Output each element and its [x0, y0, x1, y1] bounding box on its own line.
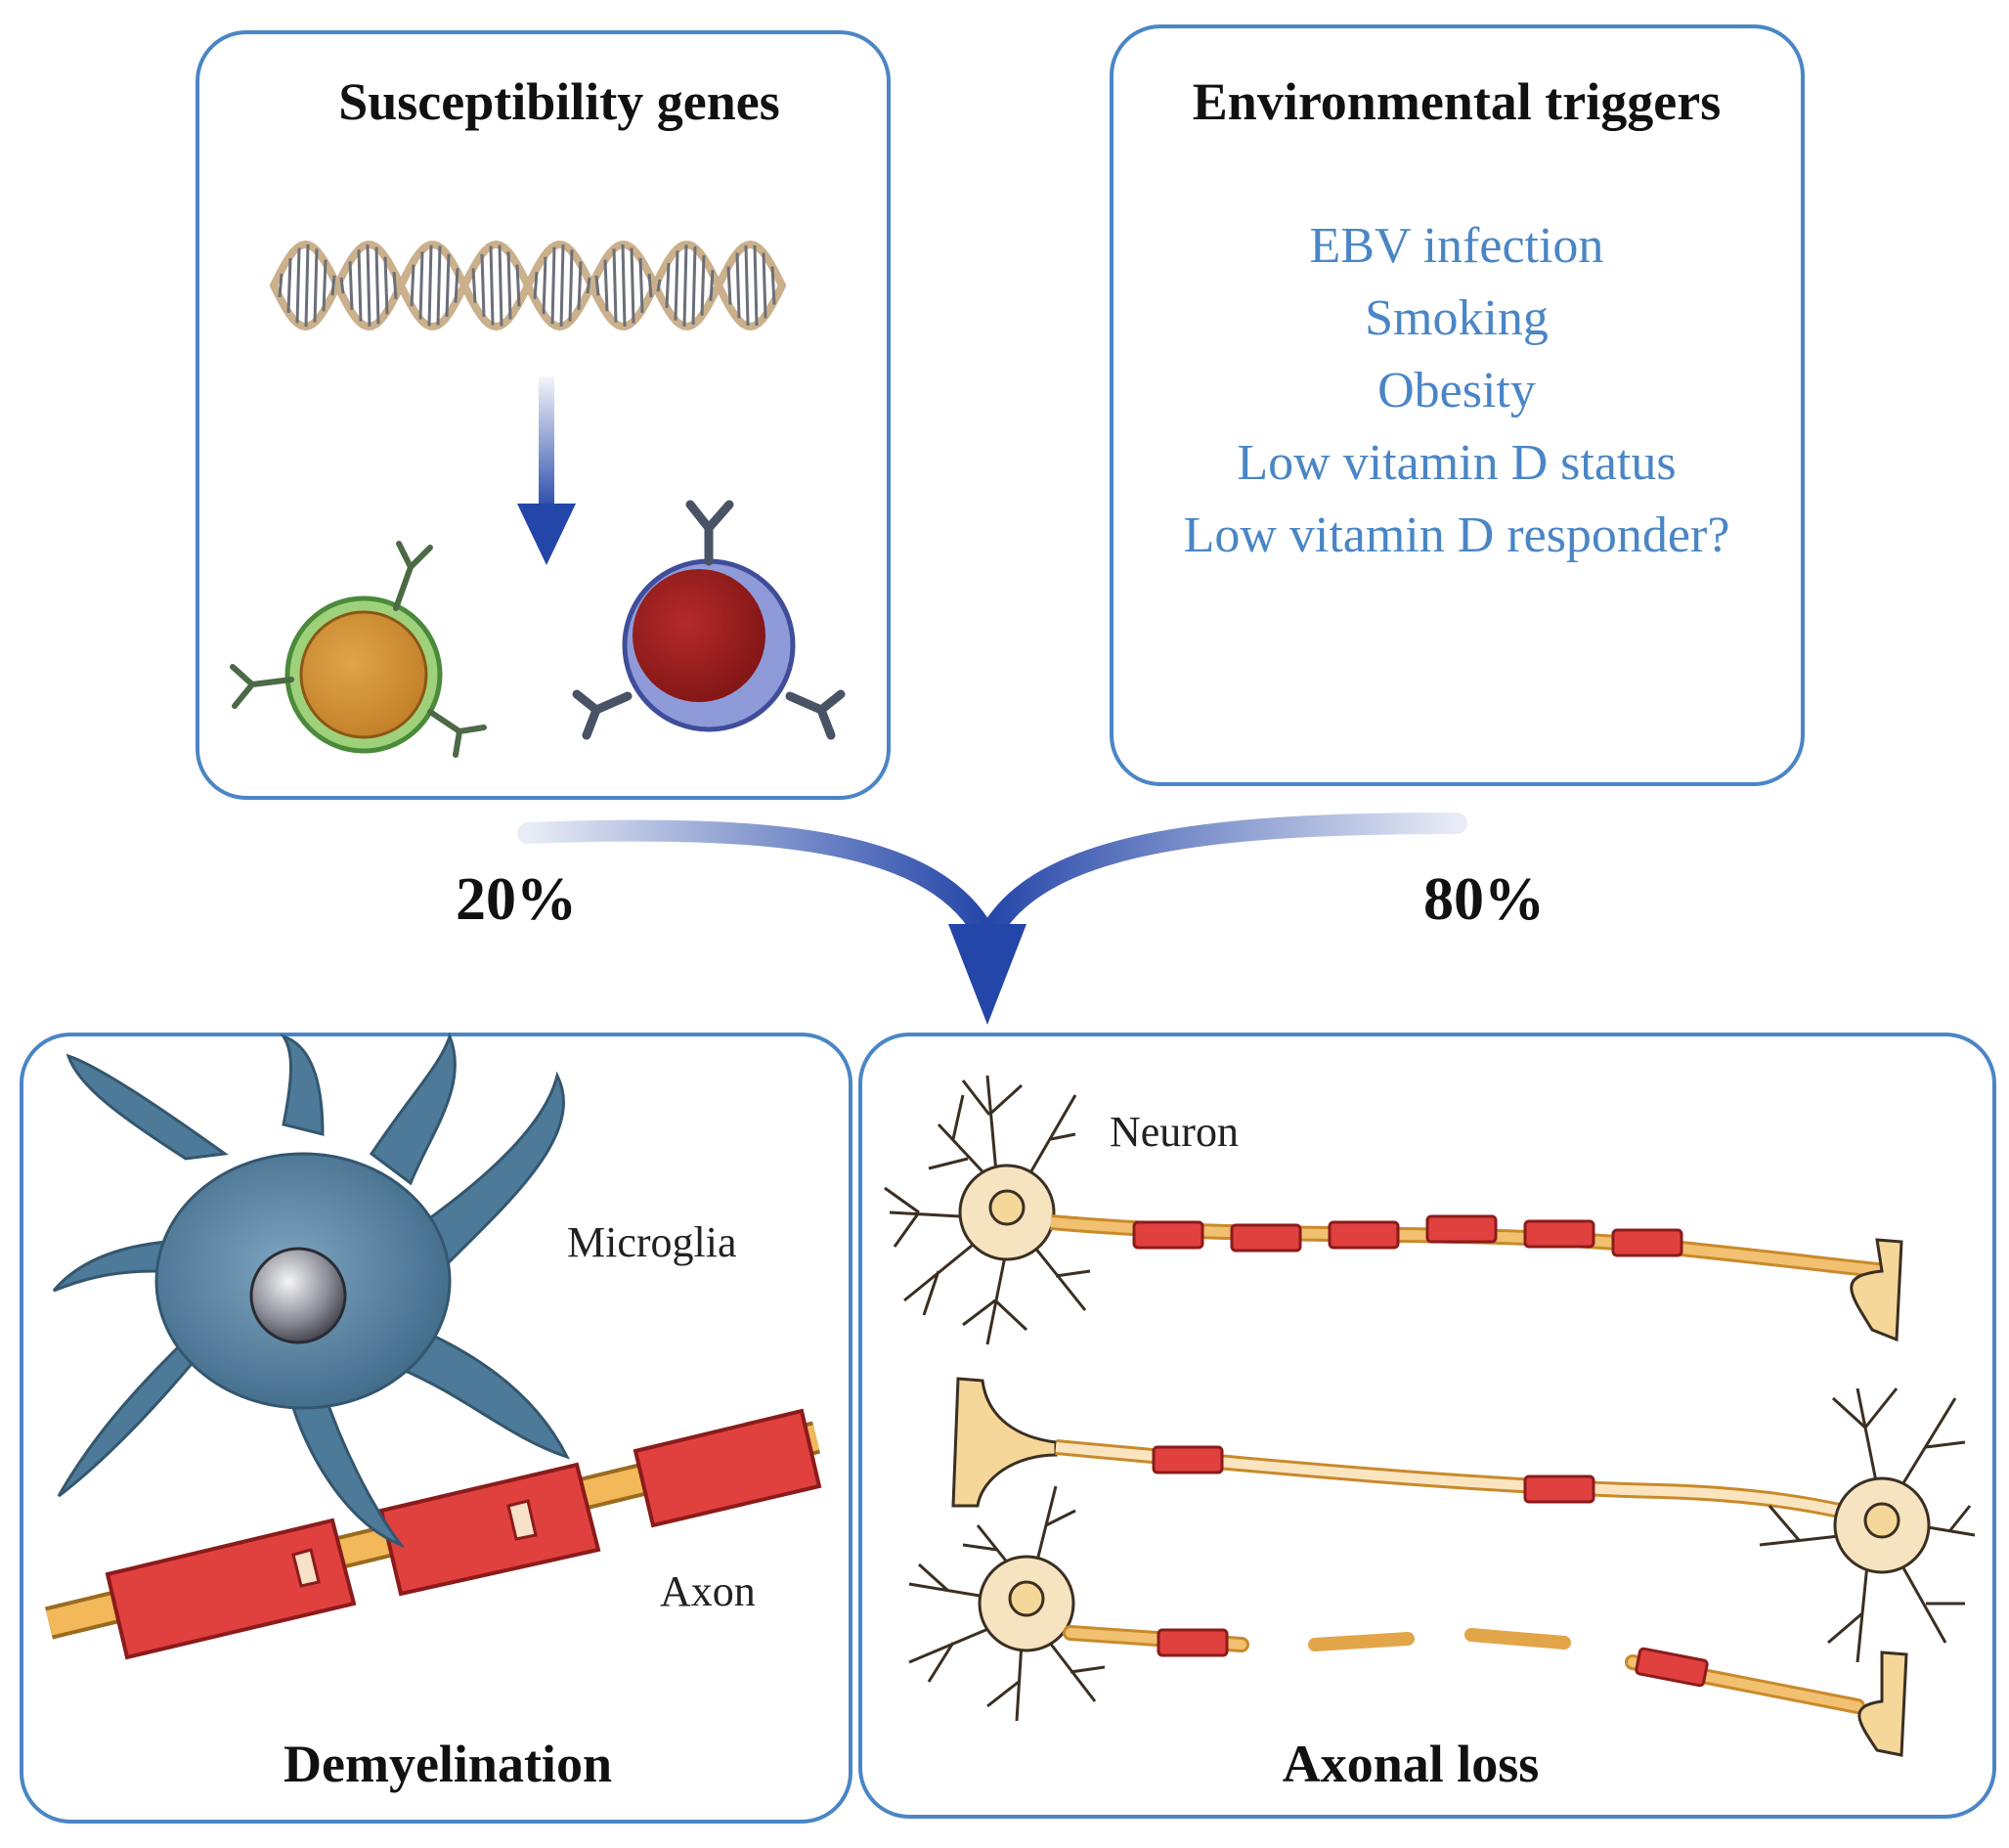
b-cell-icon: [572, 500, 846, 740]
dna-base-pair: [506, 251, 512, 320]
dna-base-pair: [357, 249, 363, 322]
trigger-item: Obesity: [1377, 363, 1536, 418]
dna-base-pair: [410, 264, 415, 307]
dna-base-pair: [278, 273, 284, 298]
dna-base-pair: [559, 244, 565, 327]
dna-base-pair: [489, 245, 495, 326]
environment-panel-border: [1110, 24, 1805, 786]
demyelination-title: Demyelination: [284, 1735, 612, 1793]
environment-panel: Environmental triggers EBV infection Smo…: [1110, 24, 1805, 786]
trigger-item: Low vitamin D responder?: [1184, 507, 1730, 563]
dna-base-pair: [638, 258, 644, 313]
dna-base-pair: [339, 277, 345, 294]
dna-base-pair: [454, 268, 459, 303]
demyelinated-axon-icon: [45, 1408, 822, 1660]
dna-base-pair: [735, 252, 741, 319]
dna-base-pair: [709, 270, 715, 301]
dna-base-pair: [550, 246, 556, 325]
dna-base-pair: [542, 256, 547, 315]
dna-base-pair: [744, 244, 750, 327]
myelinated-neuron-icon: [884, 1075, 1903, 1345]
dna-base-pair: [603, 259, 609, 312]
dna-base-pair: [621, 243, 627, 328]
dna-base-pair: [691, 246, 697, 325]
dna-base-pair: [383, 256, 389, 315]
dna-helix-icon: [270, 240, 786, 331]
dna-base-pair: [304, 243, 310, 328]
microglia-label: Microglia: [567, 1218, 737, 1266]
dna-base-pair: [471, 268, 477, 303]
axonal-loss-panel: Neuron Axonal loss: [858, 1033, 1996, 1819]
dna-base-pair: [498, 244, 503, 327]
dna-base-pair: [762, 252, 767, 319]
dna-base-pair: [674, 250, 679, 321]
dna-base-pair: [665, 262, 671, 309]
dna-base-pair: [322, 259, 328, 312]
dna-base-pair: [313, 248, 319, 323]
dna-base-pair: [577, 261, 583, 310]
dna-base-pair: [682, 244, 688, 327]
dna-base-pair: [515, 264, 521, 307]
dna-base-pair: [330, 275, 336, 296]
dna-base-pair: [594, 275, 600, 296]
dna-base-pair: [445, 253, 451, 318]
partially-demyelinated-neuron-icon: [951, 1377, 1976, 1663]
dna-base-pair: [656, 279, 662, 292]
dna-base-pair: [427, 244, 433, 327]
dna-base-pair: [726, 266, 732, 305]
dna-base-pair: [533, 271, 539, 300]
t-cell-icon: [230, 541, 487, 758]
susceptibility-title: Susceptibility genes: [338, 72, 780, 131]
genes-percentage: 20%: [456, 866, 577, 933]
trigger-item: EBV infection: [1310, 218, 1604, 274]
dna-base-pair: [286, 258, 292, 313]
trigger-item: Smoking: [1365, 290, 1549, 346]
axon-label: Axon: [660, 1567, 756, 1615]
dna-base-pair: [700, 255, 706, 316]
dna-base-pair: [753, 244, 759, 327]
dna-base-pair: [770, 266, 776, 305]
axonal-loss-title: Axonal loss: [1283, 1735, 1540, 1793]
dna-base-pair: [612, 248, 618, 323]
merge-arrow-icon: [517, 813, 1467, 1025]
dna-base-pair: [374, 246, 380, 325]
transected-neuron-icon: [908, 1485, 1908, 1757]
dna-base-pair: [480, 253, 486, 318]
dna-base-pair: [295, 247, 301, 324]
dna-base-pair: [586, 277, 591, 294]
trigger-item: Low vitamin D status: [1237, 435, 1676, 491]
microglia-nucleus-icon: [249, 1247, 347, 1344]
susceptibility-panel: Susceptibility genes: [196, 30, 891, 800]
down-arrow-icon: [517, 376, 576, 565]
demyelination-panel: Microglia Axon Demyelination: [20, 1032, 852, 1824]
dna-base-pair: [392, 271, 398, 300]
environment-percentage: 80%: [1423, 866, 1545, 933]
trigger-list: EBV infection Smoking Obesity Low vitami…: [1184, 218, 1730, 563]
environment-title: Environmental triggers: [1193, 72, 1721, 131]
dna-base-pair: [647, 273, 653, 298]
dna-base-pair: [436, 245, 442, 326]
dna-base-pair: [630, 247, 635, 324]
dna-base-pair: [418, 251, 424, 320]
neuron-label: Neuron: [1110, 1108, 1239, 1156]
dna-base-pair: [348, 261, 354, 310]
dna-base-pair: [366, 244, 371, 327]
dna-base-pair: [568, 249, 574, 322]
